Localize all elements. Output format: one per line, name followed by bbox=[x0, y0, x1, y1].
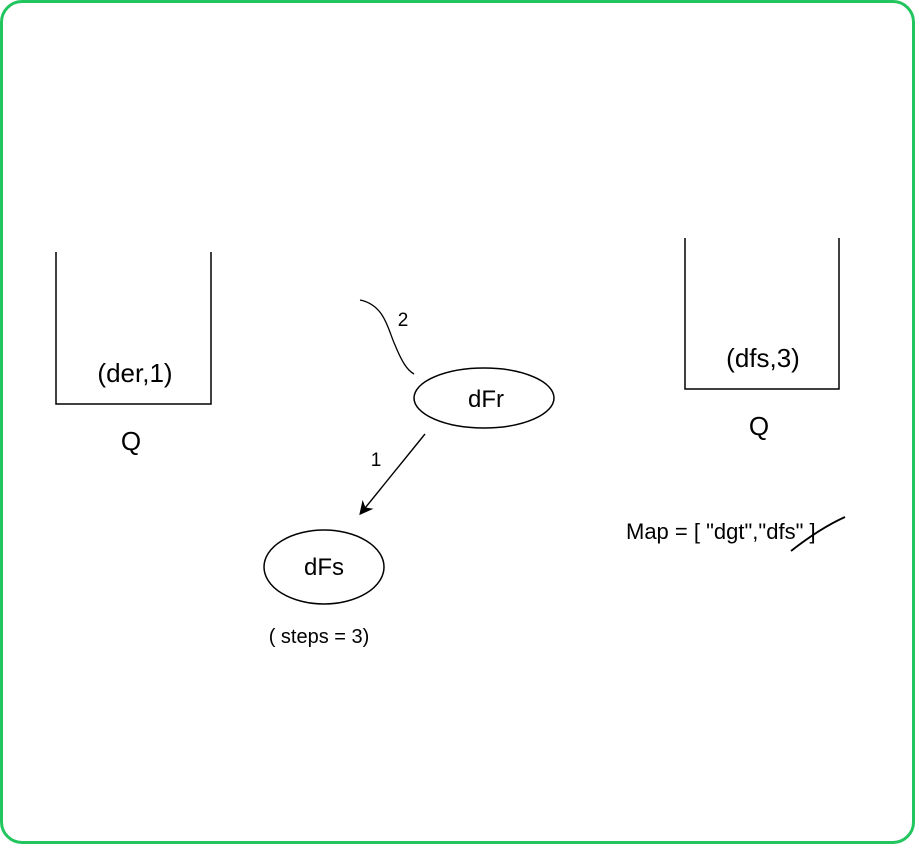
visited-map-text: Map = [ "dgt","dfs" ] bbox=[626, 519, 816, 544]
right-queue-label: Q bbox=[749, 411, 769, 441]
map-item-dfs-struck: "dfs" bbox=[758, 519, 803, 544]
map-separator: , bbox=[752, 519, 758, 544]
node-next-ellipse bbox=[263, 529, 385, 605]
incoming-edge-curve bbox=[359, 299, 415, 375]
left-queue: (der,1) Q bbox=[55, 252, 212, 456]
right-queue-entry: (dfs,3) bbox=[726, 343, 800, 373]
right-queue-outline bbox=[684, 238, 840, 390]
map-prefix: Map = [ bbox=[626, 519, 706, 544]
edge-to-next: 1 bbox=[359, 433, 426, 516]
node-next-steps-note: ( steps = 3) bbox=[269, 626, 370, 648]
node-current-label: dFr bbox=[468, 386, 504, 413]
node-current-ellipse bbox=[413, 367, 555, 429]
edge-to-next-label: 1 bbox=[371, 450, 382, 471]
map-suffix: ] bbox=[803, 519, 815, 544]
map-item-dgt: "dgt" bbox=[706, 519, 752, 544]
left-queue-entry: (der,1) bbox=[97, 358, 172, 388]
left-queue-label: Q bbox=[121, 426, 141, 456]
node-current: dFr bbox=[413, 367, 555, 429]
node-next-label: dFs bbox=[304, 554, 344, 581]
left-queue-outline bbox=[55, 252, 212, 405]
map-strike-mark bbox=[790, 516, 846, 552]
incoming-edge-label: 2 bbox=[398, 310, 409, 331]
visited-map: Map = [ "dgt","dfs" ] bbox=[626, 516, 846, 552]
right-queue: (dfs,3) Q bbox=[684, 238, 840, 441]
edge-to-next-arrow bbox=[359, 433, 426, 516]
incoming-edge: 2 bbox=[359, 299, 415, 375]
node-next: dFs ( steps = 3) bbox=[263, 529, 385, 648]
